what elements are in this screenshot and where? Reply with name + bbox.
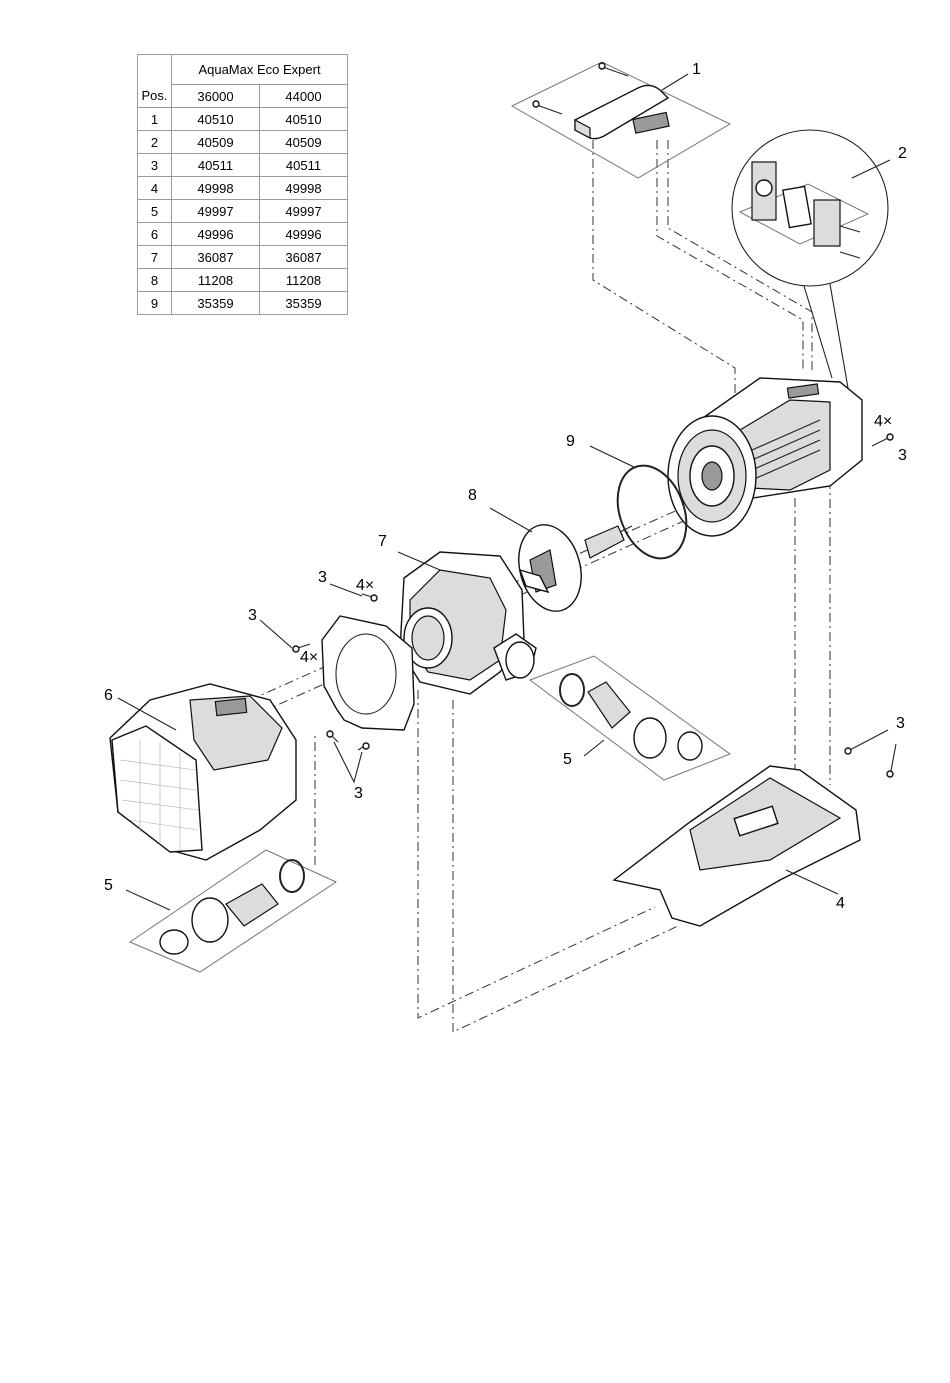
base-part [614,730,896,926]
callout-3: 3 [896,715,905,732]
callout-4: 4 [836,895,845,912]
callout-qty: 4× [874,413,892,430]
callout-1: 1 [692,61,701,78]
hose-kit-left [126,850,336,972]
callout-3: 3 [898,447,907,464]
cable-clamp-detail [732,130,890,388]
callout-qty: 4× [356,577,374,594]
callout-3: 3 [248,607,257,624]
callout-qty: 4× [300,649,318,666]
callout-9: 9 [566,433,575,450]
callout-6: 6 [104,687,113,704]
callout-5: 5 [563,751,572,768]
callout-8: 8 [468,487,477,504]
hose-kit-right [530,656,730,780]
callout-5: 5 [104,877,113,894]
callout-3: 3 [318,569,327,586]
handle-part [512,62,730,178]
filter-basket-part [110,684,296,860]
pump-housing-part [398,552,536,694]
callout-2: 2 [898,145,907,162]
motor-unit [668,378,893,536]
callout-7: 7 [378,533,387,550]
callout-3: 3 [354,785,363,802]
